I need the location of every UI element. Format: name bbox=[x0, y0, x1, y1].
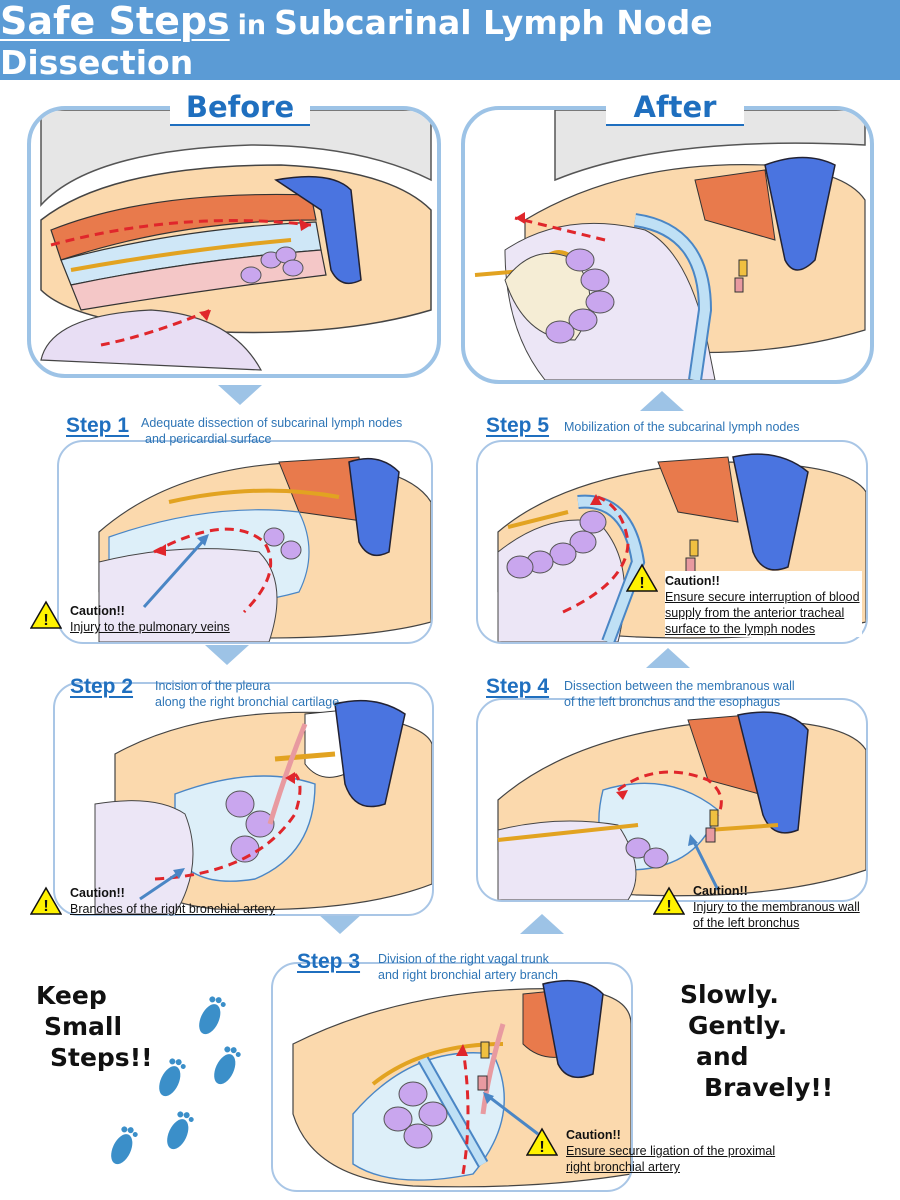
step2-description: Incision of the pleura along the right b… bbox=[155, 678, 415, 710]
step3-caution: Caution!! Ensure secure ligation of the … bbox=[566, 1127, 775, 1175]
step2-label: Step 2 bbox=[70, 675, 134, 698]
step3-desc-line1: Division of the right vagal trunk bbox=[378, 952, 549, 966]
step2-warning-icon: ! bbox=[30, 886, 62, 915]
step2-illustration bbox=[94, 699, 432, 914]
step3-description: Division of the right vagal trunk and ri… bbox=[378, 951, 608, 983]
step5-label: Step 5 bbox=[486, 414, 550, 437]
slogan-right-line4: Bravely!! bbox=[704, 1073, 834, 1102]
slogan-left-line3: Steps!! bbox=[50, 1043, 153, 1072]
after-illustration bbox=[474, 110, 866, 380]
step1-label: Step 1 bbox=[66, 414, 130, 437]
step3-label: Step 3 bbox=[297, 950, 361, 973]
slogan-right-line3: and bbox=[696, 1042, 749, 1071]
slogan-left: Keep Small Steps!! bbox=[36, 980, 153, 1073]
step2-panel bbox=[53, 682, 434, 916]
step4-label: Step 4 bbox=[486, 675, 550, 698]
step5-caution: Caution!! Ensure secure interruption of … bbox=[665, 571, 862, 637]
step5-illustration bbox=[497, 453, 866, 642]
svg-text:!: ! bbox=[639, 575, 644, 592]
step4-warning-icon: ! bbox=[653, 886, 685, 915]
before-panel bbox=[27, 106, 441, 378]
step4-caution-text-line2: of the left bronchus bbox=[693, 916, 800, 930]
step4-caution-title: Caution!! bbox=[693, 884, 748, 898]
step3-warning-icon: ! bbox=[526, 1127, 558, 1156]
step4-caution-text-line1: Injury to the membranous wall bbox=[693, 900, 860, 914]
title-part2: in bbox=[237, 9, 267, 41]
step4-panel bbox=[476, 698, 868, 902]
step1-desc-line1: Adequate dissection of subcarinal lymph … bbox=[141, 416, 403, 430]
svg-text:!: ! bbox=[43, 612, 48, 629]
before-illustration bbox=[40, 110, 432, 371]
step3-desc-line2: and right bronchial artery branch bbox=[378, 968, 558, 982]
step2-caution: Caution!! Branches of the right bronchia… bbox=[70, 885, 275, 917]
step1-desc-line2: and pericardial surface bbox=[145, 432, 272, 446]
step2-caution-text: Branches of the right bronchial artery bbox=[70, 902, 275, 916]
svg-text:!: ! bbox=[666, 898, 671, 915]
step5-caution-text-line2: supply from the anterior tracheal bbox=[665, 606, 845, 620]
flow-arrow-step5-to-after bbox=[640, 391, 684, 411]
before-heading: Before bbox=[170, 90, 310, 126]
step5-desc-line1: Mobilization of the subcarinal lymph nod… bbox=[564, 420, 800, 434]
step3-caution-text-line2: right bronchial artery bbox=[566, 1160, 680, 1174]
after-heading: After bbox=[606, 90, 744, 126]
step2-desc-line1: Incision of the pleura bbox=[155, 679, 271, 693]
step4-desc-line2: of the left bronchus and the esophagus bbox=[564, 695, 781, 709]
footprints-icon bbox=[111, 996, 241, 1165]
step3-caution-text-line1: Ensure secure ligation of the proximal bbox=[566, 1144, 776, 1158]
flow-arrow-step3-to-step4 bbox=[520, 914, 564, 934]
step2-caution-title: Caution!! bbox=[70, 886, 125, 900]
flow-arrow-step2-to-step3 bbox=[318, 914, 362, 934]
slogan-right-line1: Slowly. bbox=[680, 980, 779, 1009]
step2-desc-line2: along the right bronchial cartilage bbox=[155, 695, 340, 709]
svg-text:!: ! bbox=[43, 898, 48, 915]
step4-description: Dissection between the membranous wall o… bbox=[564, 678, 854, 710]
step5-panel bbox=[476, 440, 868, 644]
step1-panel bbox=[57, 440, 433, 644]
title-part1: Safe Steps bbox=[0, 0, 230, 43]
flow-arrow-step4-to-step5 bbox=[646, 648, 690, 668]
step1-warning-icon: ! bbox=[30, 600, 62, 629]
flow-arrow-before-to-step1 bbox=[218, 385, 262, 405]
step4-illustration bbox=[497, 711, 866, 900]
slogan-left-line2: Small bbox=[44, 1012, 123, 1041]
step1-caution-text: Injury to the pulmonary veins bbox=[70, 620, 230, 634]
step1-caution: Caution!! Injury to the pulmonary veins bbox=[70, 603, 230, 635]
slogan-right: Slowly. Gently. and Bravely!! bbox=[680, 979, 833, 1103]
title-part3: Subcarinal Lymph Node Dissection bbox=[0, 2, 713, 82]
after-panel bbox=[461, 106, 874, 384]
flow-arrow-step1-to-step2 bbox=[205, 645, 249, 665]
step5-description: Mobilization of the subcarinal lymph nod… bbox=[564, 419, 854, 435]
step5-caution-text-line1: Ensure secure interruption of blood bbox=[665, 590, 860, 604]
step4-desc-line1: Dissection between the membranous wall bbox=[564, 679, 795, 693]
svg-text:!: ! bbox=[539, 1139, 544, 1156]
step5-caution-text-line3: surface to the lymph nodes bbox=[665, 622, 816, 636]
step3-caution-title: Caution!! bbox=[566, 1128, 621, 1142]
step1-illustration bbox=[98, 456, 431, 642]
slogan-left-line1: Keep bbox=[36, 981, 107, 1010]
step1-caution-title: Caution!! bbox=[70, 604, 125, 618]
step1-description: Adequate dissection of subcarinal lymph … bbox=[141, 415, 441, 447]
step5-warning-icon: ! bbox=[626, 563, 658, 592]
step4-caution: Caution!! Injury to the membranous wall … bbox=[693, 883, 860, 931]
slogan-right-line2: Gently. bbox=[688, 1011, 788, 1040]
step5-caution-title: Caution!! bbox=[665, 574, 720, 588]
